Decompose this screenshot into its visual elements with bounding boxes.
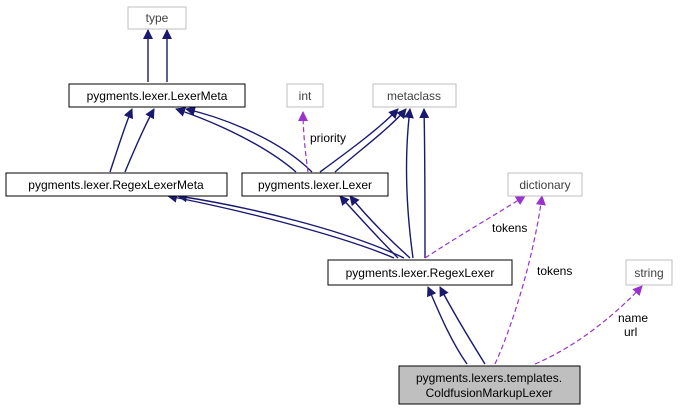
edge-lexermeta-to-type [143, 29, 172, 82]
edge-lexer-to-metaclass [319, 108, 407, 173]
node-regexlexer[interactable]: pygments.lexer.RegexLexer [327, 259, 513, 286]
edge-regexlexer-to-regexlexermeta [167, 192, 405, 259]
node-string-label: string [634, 266, 663, 280]
node-dictionary-label: dictionary [519, 178, 570, 192]
node-int-label: int [299, 89, 312, 103]
edge-label-url: url [624, 325, 637, 339]
node-type[interactable]: type [127, 6, 187, 30]
node-coldfusion-label-line2: ColdfusionMarkupLexer [426, 386, 553, 400]
node-lexermeta-label: pygments.lexer.LexerMeta [87, 89, 228, 103]
node-regexlexer-label: pygments.lexer.RegexLexer [346, 266, 495, 280]
edge-label-tokens-a: tokens [492, 221, 527, 235]
edge-regexlexer-to-lexer [339, 195, 411, 259]
edge-lexer-to-lexermeta [175, 106, 313, 173]
node-coldfusionmarkuplexer[interactable]: pygments.lexers.templates. ColdfusionMar… [398, 365, 581, 405]
edge-label-priority: priority [310, 131, 346, 145]
edge-label-tokens-b: tokens [537, 264, 572, 278]
node-metaclass-label: metaclass [387, 89, 441, 103]
edge-regexlexer-to-metaclass [403, 108, 430, 259]
edge-coldfusion-to-regexlexer [427, 286, 486, 365]
node-regexlexermeta-label: pygments.lexer.RegexLexerMeta [28, 178, 204, 192]
node-lexer-label: pygments.lexer.Lexer [258, 178, 372, 192]
node-metaclass[interactable]: metaclass [372, 83, 457, 108]
node-dictionary[interactable]: dictionary [507, 172, 583, 197]
edge-label-name: name [618, 311, 648, 325]
node-regexlexermeta[interactable]: pygments.lexer.RegexLexerMeta [5, 172, 228, 197]
edge-coldfusion-uses-string [534, 285, 643, 365]
node-int[interactable]: int [286, 83, 324, 108]
edge-lexer-uses-int [298, 111, 309, 173]
edge-coldfusion-uses-dictionary-tokens [494, 195, 546, 365]
node-lexermeta[interactable]: pygments.lexer.LexerMeta [68, 83, 246, 108]
node-coldfusion-label-line1: pygments.lexers.templates. [416, 371, 562, 385]
node-type-label: type [146, 11, 169, 25]
node-string[interactable]: string [625, 259, 673, 286]
node-lexer[interactable]: pygments.lexer.Lexer [241, 172, 389, 197]
edge-regexlexermeta-to-lexermeta [109, 108, 155, 173]
edge-regexlexer-uses-dictionary-tokens [424, 195, 526, 259]
